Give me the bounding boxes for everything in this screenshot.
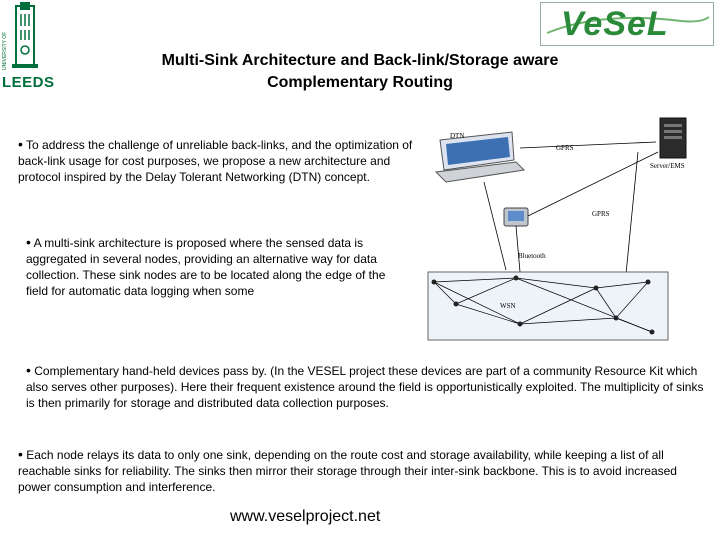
paragraph-text: To address the challenge of unreliable b… — [18, 138, 413, 184]
title-line-2: Complementary Routing — [267, 74, 453, 91]
link-server-handheld — [527, 151, 659, 217]
wsn-mesh — [433, 277, 653, 333]
university-of-leeds-logo — [12, 2, 38, 68]
link-laptop-field — [483, 181, 507, 271]
server-icon — [659, 117, 687, 159]
label-gprs-mid: GPRS — [592, 210, 610, 218]
website-link[interactable]: www.veselproject.net — [230, 508, 381, 525]
paragraph-2: • A multi-sink architecture is proposed … — [26, 234, 408, 299]
label-gprs-top: GPRS — [556, 144, 574, 152]
sensor-field — [427, 271, 669, 341]
paragraph-4: • Each node relays its data to only one … — [18, 446, 708, 495]
handheld-device-icon — [503, 207, 529, 227]
link-server-field — [625, 151, 639, 275]
paragraph-1: • To address the challenge of unreliable… — [18, 136, 418, 185]
label-bluetooth: Bluetooth — [518, 252, 546, 260]
paragraph-3: • Complementary hand-held devices pass b… — [26, 362, 710, 411]
bullet: • — [26, 234, 31, 250]
paragraph-text: Each node relays its data to only one si… — [18, 448, 677, 494]
logo-subtext: UNIVERSITY OF — [2, 31, 8, 70]
logo-text-leeds: LEEDS — [2, 74, 55, 91]
label-server: Server/EMS — [650, 162, 685, 170]
page-title: Multi-Sink Architecture and Back-link/St… — [60, 50, 660, 94]
laptop-icon — [434, 131, 526, 183]
vesel-logo: VeSeL — [540, 2, 714, 46]
paragraph-text: Complementary hand-held devices pass by.… — [26, 364, 704, 410]
network-architecture-diagram: DTN GPRS Server/EMS GPRS Bluetooth WSN — [427, 117, 687, 341]
link-gprs-top — [519, 141, 657, 149]
title-line-1: Multi-Sink Architecture and Back-link/St… — [161, 52, 559, 69]
vesel-logo-swoosh — [546, 16, 710, 34]
link-handheld-field — [515, 225, 521, 273]
sensor-nodes — [431, 275, 655, 335]
label-dtn: DTN — [450, 132, 464, 140]
label-wsn: WSN — [500, 302, 516, 310]
bullet: • — [26, 362, 31, 378]
vesel-logo-text: VeSeL — [561, 5, 669, 43]
bullet: • — [18, 446, 23, 462]
paragraph-text: A multi-sink architecture is proposed wh… — [26, 236, 386, 298]
bullet: • — [18, 136, 23, 152]
